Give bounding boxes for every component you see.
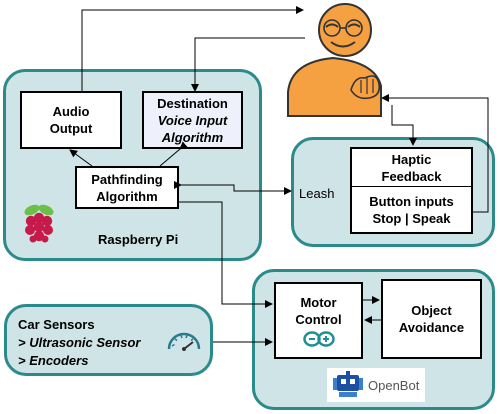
pathfinding-line2: Algorithm [96,188,158,204]
openbot-logo: OpenBot [327,368,425,402]
arduino-logo [302,331,335,347]
car-sensors-title: Car Sensors [18,317,95,332]
raspberry-pi-label: Raspberry Pi [98,232,179,247]
haptic-line2: Feedback [381,168,442,184]
openbot-robot-icon [333,371,363,397]
encoders-item: > Encoders [18,353,89,368]
car-sensors-panel [4,304,213,376]
ultrasonic-sensor-item: > Ultrasonic Sensor [18,335,141,350]
audio-output-line2: Output [49,121,93,136]
destination-box: Destination Voice Input Algorithm [142,91,243,149]
openbot-label: OpenBot [368,377,420,393]
car-sensors-text: Car Sensors > Ultrasonic Sensor > Encode… [18,316,140,370]
object-avoidance-line1: Object [411,303,452,318]
person-icon [287,3,382,117]
motor-control-line2: Control [295,312,342,327]
destination-title: Destination [157,95,228,111]
destination-line3: Algorithm [161,129,224,145]
destination-line2: Voice Input [157,112,228,128]
raspberry-pi-logo [24,204,54,243]
button-inputs-box: Button inputs Stop | Speak [350,186,473,234]
buttons-line1: Button inputs [369,193,454,209]
motor-control-line1: Motor [300,295,337,310]
motor-control-box: Motor Control [274,282,363,359]
leash-label: Leash [299,186,335,201]
object-avoidance-box: Object Avoidance [381,279,482,359]
buttons-line2: Stop | Speak [372,210,451,226]
haptic-line1: Haptic [391,151,432,167]
audio-output-box: Audio Output [20,91,122,149]
speedometer-icon [167,332,201,351]
pathfinding-line1: Pathfinding [91,171,163,187]
haptic-feedback-box: Haptic Feedback [350,147,473,187]
object-avoidance-line2: Avoidance [398,320,465,335]
audio-output-line1: Audio [52,104,90,119]
